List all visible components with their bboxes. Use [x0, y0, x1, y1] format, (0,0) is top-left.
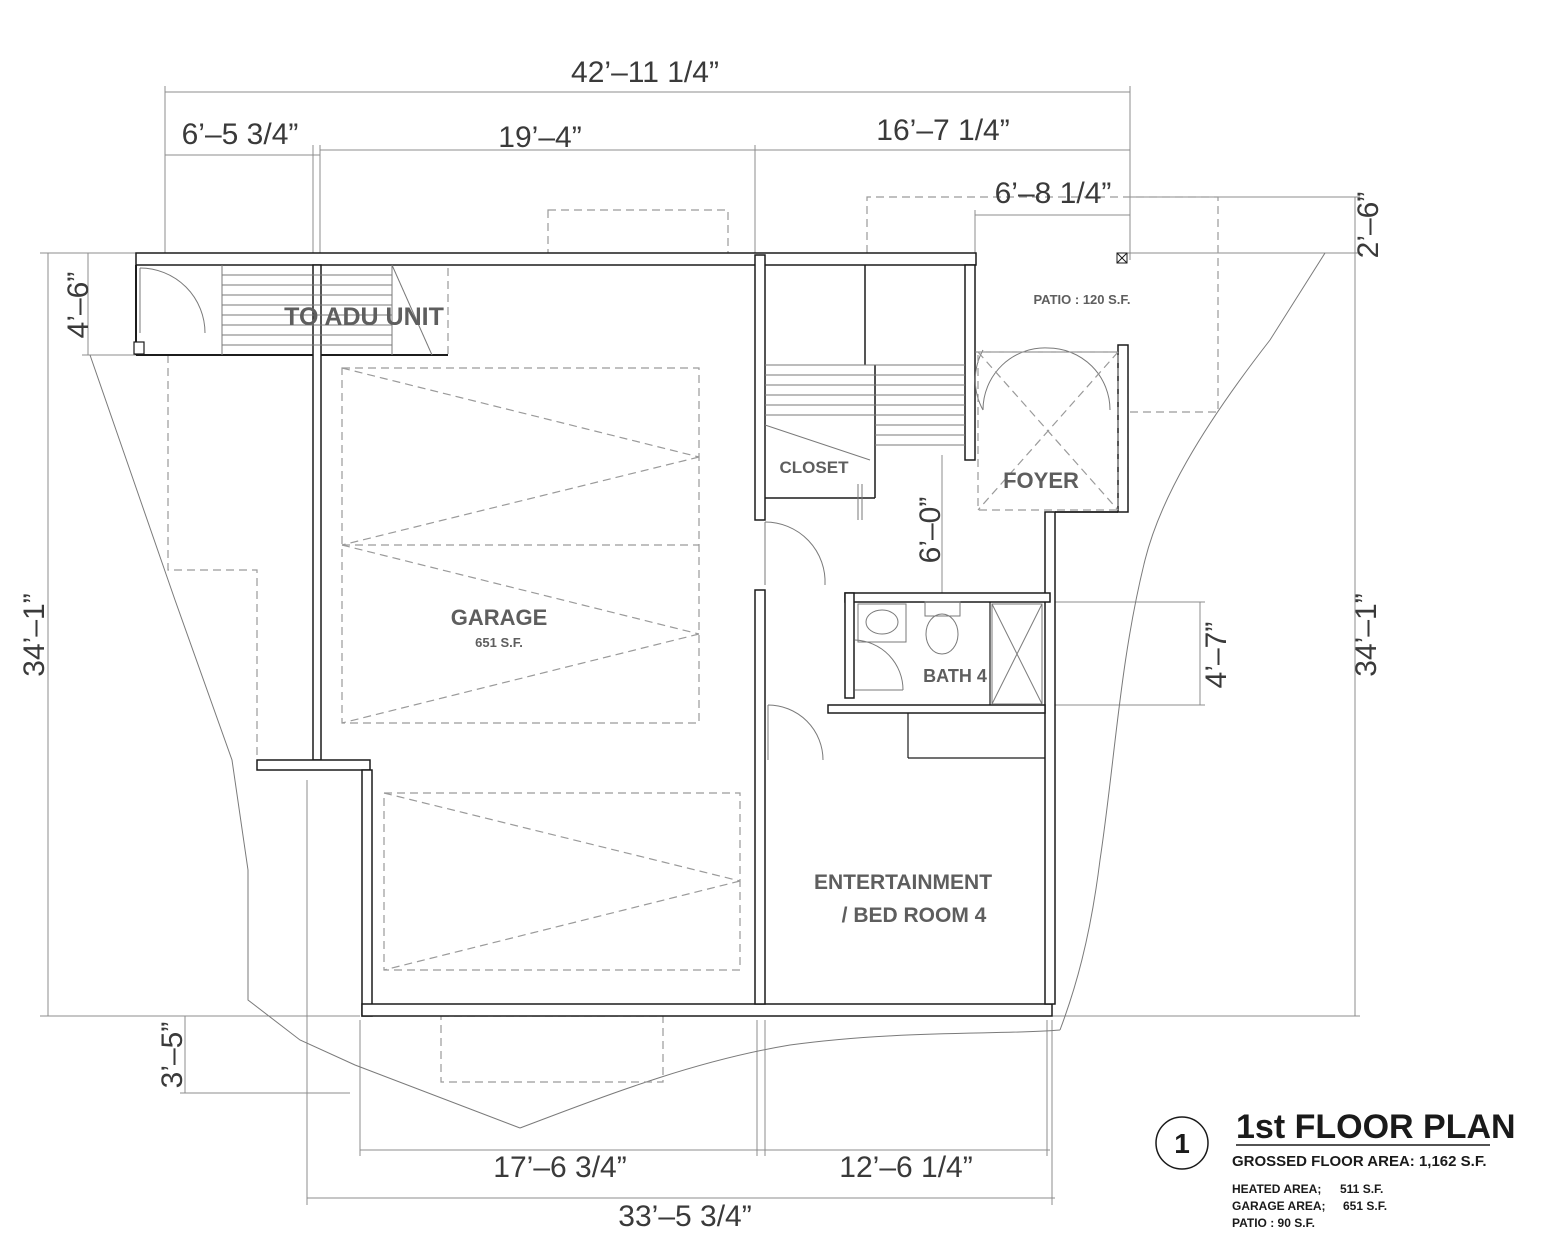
- room-label-bedroom: / BED ROOM 4: [842, 904, 987, 927]
- garage-area-value: 651 S.F.: [1343, 1199, 1387, 1213]
- dim-stair-depth: 4’–6”: [62, 272, 95, 339]
- heated-area-value: 511 S.F.: [1340, 1182, 1383, 1196]
- garage-area-label: GARAGE AREA;: [1232, 1199, 1326, 1213]
- drawing-number-circle: [1155, 1116, 1209, 1170]
- dim-right-height: 34’–1”: [1350, 593, 1383, 676]
- dim-top-mid: 19’–4”: [498, 121, 581, 154]
- site-boundary-lines: [89, 252, 1326, 1129]
- room-label-closet: CLOSET: [780, 458, 850, 477]
- bottom-dimension-lines: [306, 780, 1055, 1205]
- side-dimension-lines: [40, 197, 1360, 1094]
- room-label-adu: TO ADU UNIT: [284, 303, 444, 331]
- dim-overall-bottom: 33’–5 3/4”: [618, 1200, 751, 1233]
- drawing-number: 1: [1174, 1128, 1190, 1159]
- dim-bottom-right: 12’–6 1/4”: [839, 1151, 972, 1184]
- room-label-foyer: FOYER: [1003, 468, 1079, 493]
- room-labels: TO ADU UNIT PATIO : 120 S.F. CLOSET FOYE…: [284, 292, 1130, 927]
- adu-stair: [139, 264, 433, 356]
- heated-area-label: HEATED AREA;: [1232, 1182, 1321, 1196]
- room-label-patio: PATIO : 120 S.F.: [1033, 292, 1130, 307]
- dim-bottom-left: 17’–6 3/4”: [493, 1151, 626, 1184]
- dim-bath-depth: 4’–7”: [1200, 622, 1233, 689]
- room-label-entertainment: ENTERTAINMENT: [814, 871, 992, 894]
- walls: [133, 252, 1129, 1017]
- dim-patio-depth: 2’–6”: [1352, 192, 1385, 259]
- room-label-bath: BATH 4: [923, 666, 987, 686]
- dim-patio-width: 6’–8 1/4”: [995, 177, 1112, 210]
- room-label-garage-area: 651 S.F.: [475, 635, 523, 650]
- dimension-labels: 42’–11 1/4” 6’–5 3/4” 19’–4” 16’–7 1/4” …: [18, 56, 1385, 1233]
- dim-hall-length: 6’–0”: [914, 497, 947, 564]
- room-label-garage: GARAGE: [451, 605, 548, 630]
- title-block: 1 1st FLOOR PLAN GROSSED FLOOR AREA: 1,1…: [1155, 1108, 1516, 1230]
- foyer-overhead: [977, 351, 1119, 511]
- drawing-title: 1st FLOOR PLAN: [1236, 1108, 1516, 1146]
- bath-fixtures: [857, 601, 1043, 705]
- patio-area: PATIO : 90 S.F.: [1232, 1216, 1315, 1230]
- gross-floor-area: GROSSED FLOOR AREA: 1,162 S.F.: [1232, 1153, 1487, 1170]
- dim-left-height: 34’–1”: [18, 593, 51, 676]
- garage-parking-outlines: [341, 367, 741, 971]
- dim-top-left: 6’–5 3/4”: [182, 118, 299, 151]
- dim-top-right: 16’–7 1/4”: [876, 114, 1009, 147]
- dim-overall-top: 42’–11 1/4”: [571, 56, 719, 89]
- dim-bottom-offset: 3’–5”: [156, 1022, 189, 1089]
- top-dimension-lines: [164, 86, 1360, 262]
- interior-stair: [764, 364, 965, 520]
